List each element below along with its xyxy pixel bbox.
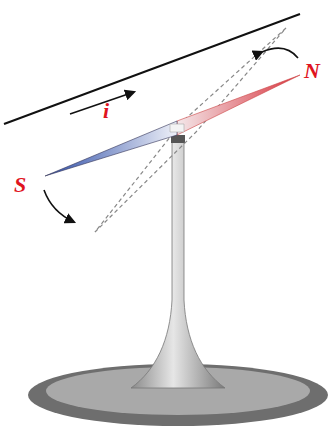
pole-label: S — [14, 174, 26, 196]
rotation-arrow — [44, 190, 74, 222]
current-label: i — [103, 100, 109, 122]
wire — [4, 14, 300, 124]
needle-center — [170, 124, 184, 132]
stand-post — [131, 140, 225, 388]
rotation-arrow — [262, 48, 298, 58]
needle-north — [177, 75, 300, 135]
current-arrow — [70, 92, 134, 114]
rotated-needle-outline — [95, 28, 286, 232]
needle-south — [45, 121, 177, 176]
pole-label: N — [304, 60, 320, 82]
